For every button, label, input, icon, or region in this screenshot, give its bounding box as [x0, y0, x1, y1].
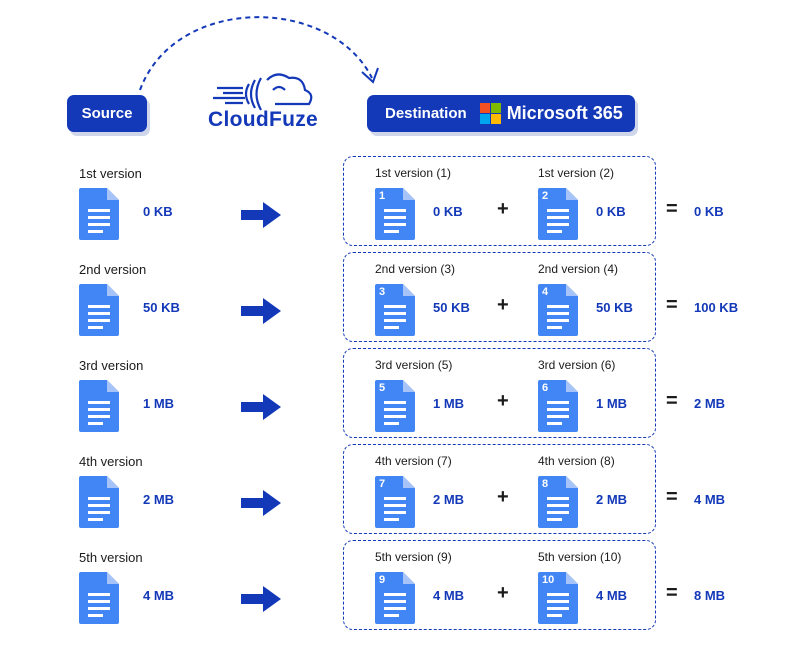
plus-sign: + — [497, 390, 509, 412]
destination-version-label: 3rd version (6) — [538, 358, 616, 372]
document-icon — [79, 572, 119, 624]
source-size: 2 MB — [143, 492, 175, 507]
document-icon — [79, 188, 119, 240]
destination-size: 50 KB — [596, 300, 633, 315]
equals-sign: = — [666, 294, 678, 316]
plus-sign: + — [497, 582, 509, 604]
source-label: Source — [81, 105, 133, 122]
brand-name: CloudFuze — [208, 108, 319, 131]
source-button[interactable]: Source — [67, 95, 147, 132]
total-size: 8 MB — [694, 588, 726, 603]
document-icon: 10 — [538, 572, 578, 624]
destination-version-label: 4th version (7) — [375, 454, 452, 468]
destination-version-group — [343, 252, 656, 342]
destination-size: 50 KB — [433, 300, 470, 315]
destination-button[interactable]: Destination Microsoft 365 — [367, 95, 635, 132]
microsoft-logo-icon — [479, 103, 501, 124]
version-number: 1 — [379, 190, 386, 202]
destination-version-group — [343, 444, 656, 534]
document-icon: 3 — [375, 284, 415, 336]
equals-sign: = — [666, 582, 678, 604]
plus-sign: + — [497, 486, 509, 508]
source-size: 0 KB — [143, 204, 173, 219]
source-version-label: 4th version — [79, 454, 143, 469]
destination-version-label: 1st version (2) — [538, 166, 615, 180]
document-icon: 5 — [375, 380, 415, 432]
plus-sign: + — [497, 294, 509, 316]
document-icon: 7 — [375, 476, 415, 528]
arrow-right-icon — [241, 586, 281, 612]
version-number: 6 — [542, 382, 549, 394]
source-size: 1 MB — [143, 396, 175, 411]
total-size: 2 MB — [694, 396, 726, 411]
destination-version-group — [343, 156, 656, 246]
destination-version-label: 2nd version (4) — [538, 262, 619, 276]
source-version-label: 2nd version — [79, 262, 147, 277]
document-icon: 6 — [538, 380, 578, 432]
arrow-right-icon — [241, 202, 281, 228]
version-number: 3 — [379, 286, 386, 298]
source-version-label: 5th version — [79, 550, 143, 565]
destination-size: 2 MB — [596, 492, 628, 507]
destination-label: Destination — [385, 105, 467, 122]
total-size: 0 KB — [694, 204, 724, 219]
version-number: 10 — [542, 574, 555, 586]
version-number: 2 — [542, 190, 549, 202]
destination-version-label: 5th version (10) — [538, 550, 622, 564]
document-icon: 9 — [375, 572, 415, 624]
destination-size: 0 KB — [433, 204, 463, 219]
total-size: 4 MB — [694, 492, 726, 507]
destination-size: 4 MB — [596, 588, 628, 603]
document-icon: 1 — [375, 188, 415, 240]
source-size: 50 KB — [143, 300, 180, 315]
destination-size: 0 KB — [596, 204, 626, 219]
version-number: 5 — [379, 382, 386, 394]
document-icon: 4 — [538, 284, 578, 336]
document-icon — [79, 380, 119, 432]
source-size: 4 MB — [143, 588, 175, 603]
destination-version-group — [343, 540, 656, 630]
version-number: 7 — [379, 478, 386, 490]
equals-sign: = — [666, 390, 678, 412]
version-row: 1st version 0 KB 1st version (1) 1 0 KB +1st … — [0, 156, 800, 262]
version-row: 4th version 2 MB 4th version (7) 7 2 MB +4th … — [0, 444, 800, 550]
destination-size: 2 MB — [433, 492, 465, 507]
source-version-label: 1st version — [79, 166, 142, 181]
destination-version-label: 4th version (8) — [538, 454, 615, 468]
destination-product: Microsoft 365 — [506, 103, 623, 123]
destination-version-group — [343, 348, 656, 438]
equals-sign: = — [666, 486, 678, 508]
document-icon — [79, 284, 119, 336]
source-version-label: 3rd version — [79, 358, 144, 373]
version-row: 2nd version 50 KB 2nd version (3) 3 50 KB +2n… — [0, 252, 800, 358]
total-size: 100 KB — [694, 300, 739, 315]
destination-size: 1 MB — [433, 396, 465, 411]
plus-sign: + — [497, 198, 509, 220]
arrow-right-icon — [241, 298, 281, 324]
destination-size: 4 MB — [433, 588, 465, 603]
destination-version-label: 1st version (1) — [375, 166, 452, 180]
destination-size: 1 MB — [596, 396, 628, 411]
cloudfuze-logo-icon — [213, 73, 313, 111]
destination-version-label: 5th version (9) — [375, 550, 452, 564]
version-number: 9 — [379, 574, 386, 586]
equals-sign: = — [666, 198, 678, 220]
version-row: 5th version 4 MB 5th version (9) 9 4 MB +5th … — [0, 540, 800, 646]
arrow-right-icon — [241, 490, 281, 516]
version-number: 4 — [542, 286, 549, 298]
version-row: 3rd version 1 MB 3rd version (5) 5 1 MB +3rd … — [0, 348, 800, 454]
arrow-right-icon — [241, 394, 281, 420]
version-number: 8 — [542, 478, 549, 490]
document-icon: 2 — [538, 188, 578, 240]
document-icon: 8 — [538, 476, 578, 528]
document-icon — [79, 476, 119, 528]
destination-version-label: 2nd version (3) — [375, 262, 456, 276]
destination-version-label: 3rd version (5) — [375, 358, 453, 372]
